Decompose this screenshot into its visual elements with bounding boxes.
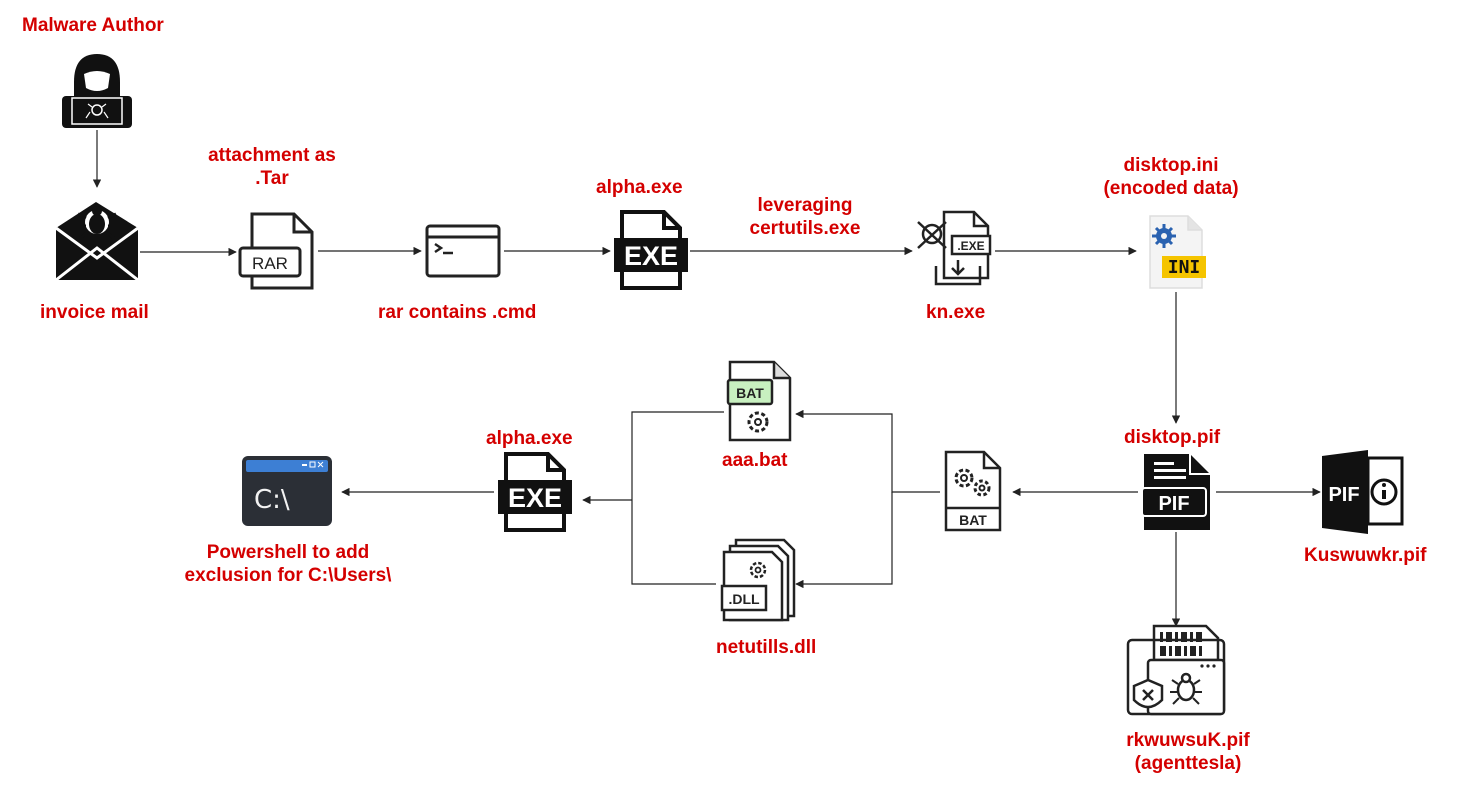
svg-text:EXE: EXE [624,241,678,271]
svg-text:PIF: PIF [1328,484,1359,506]
ini-file-icon: INI [1149,215,1206,289]
bracket-right [795,409,940,493]
label-aaa-bat: aaa.bat [722,450,788,471]
svg-text:BAT: BAT [959,512,987,528]
label-disktop-ini: disktop.ini (encoded data) [1103,155,1239,199]
pif-file-icon: PIF [1141,454,1210,530]
label-kuswuwkr: Kuswuwkr.pif [1304,545,1427,566]
exe-file-icon-top: EXE [614,210,688,290]
console-window-icon: C:\ [242,456,332,526]
dll-file-icon: .DLL [720,538,796,622]
label-kn-exe: kn.exe [926,302,986,323]
label-malware-author: Malware Author [22,15,164,36]
label-disktop-pif: disktop.pif [1124,427,1221,448]
pif-info-icon: PIF [1322,450,1404,534]
bracket-left [631,411,724,585]
label-alpha-exe-bottom: alpha.exe [486,428,573,449]
label-powershell: Powershell to add exclusion for C:\Users… [184,542,392,586]
terminal-window-icon [425,224,501,278]
svg-text:C:\: C:\ [254,485,290,515]
malware-binary-icon [1126,624,1226,716]
bat-gear-file-icon: BAT [944,450,1002,532]
hacker-icon [62,54,132,128]
svg-text:BAT: BAT [736,385,764,401]
svg-text:.EXE: .EXE [957,239,984,253]
label-invoice-mail: invoice mail [40,302,149,323]
label-netutills-dll: netutills.dll [716,637,817,658]
svg-text:PIF: PIF [1158,493,1189,515]
malicious-exe-download-icon: .EXE [917,210,992,286]
bracket-right-lower [795,492,893,589]
svg-text:EXE: EXE [508,483,562,513]
svg-text:.DLL: .DLL [728,591,760,607]
exe-file-icon-bottom: EXE [498,452,572,532]
label-alpha-exe-top: alpha.exe [596,177,683,198]
connectors [92,130,1321,627]
infected-mail-icon [55,202,139,282]
svg-text:INI: INI [1168,257,1201,278]
svg-text:RAR: RAR [252,254,288,273]
label-attachment: attachment as .Tar [208,145,336,189]
label-agenttesla: rkwuwsuK.pif (agenttesla) [1126,730,1250,774]
bat-file-icon: BAT [726,360,792,442]
label-rar-contains: rar contains .cmd [378,302,537,323]
rar-file-icon: RAR [238,212,314,290]
label-certutils: leveraging certutils.exe [749,195,861,239]
